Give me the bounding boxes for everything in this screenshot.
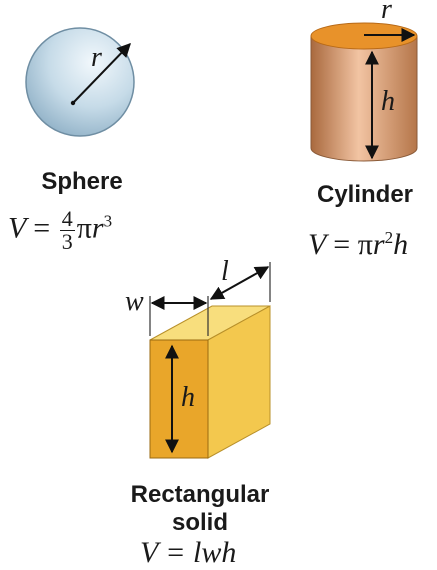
length-arrow [209, 266, 270, 300]
cylinder-formula-exp: 2 [384, 228, 394, 247]
box-height-label: h [181, 382, 195, 413]
sphere-formula-r: r [91, 211, 104, 245]
cylinder-formula-V: V [308, 228, 326, 261]
sphere-body [25, 27, 135, 137]
rect-solid-figure [149, 262, 271, 459]
cylinder-formula-pi: π [357, 228, 373, 261]
cylinder-formula-h: h [393, 228, 409, 261]
cylinder-body [310, 35, 418, 162]
cylinder-height-label: h [381, 86, 395, 117]
rect-formula: V = lwh [140, 536, 237, 569]
cylinder-formula: V = πr2h [308, 228, 408, 262]
cylinder-radius-label: r [381, 0, 392, 25]
sphere-figure [25, 27, 135, 137]
cylinder-formula-r: r [372, 228, 385, 261]
sphere-center-dot [70, 100, 76, 106]
sphere-formula-eq: = [33, 211, 51, 245]
sphere-formula-num: 4 [59, 206, 75, 231]
cylinder-name: Cylinder [316, 181, 414, 208]
sphere-formula-den: 3 [61, 229, 73, 254]
cylinder-formula-eq: = [333, 228, 351, 261]
rect-name-line1: Rectangular [130, 481, 270, 508]
sphere-formula-fraction: 4 3 [59, 206, 75, 254]
sphere-radius-arrow [72, 42, 131, 104]
sphere-formula-V: V [8, 211, 26, 245]
length-label: l [221, 256, 229, 287]
sphere-name: Sphere [41, 168, 123, 195]
box-front-face [149, 339, 209, 459]
sphere-radius-label: r [91, 42, 102, 73]
cylinder-figure [310, 22, 418, 162]
sphere-formula-pi: π [76, 211, 92, 245]
rect-name-line2: solid [171, 509, 228, 536]
sphere-formula: V = 4 3 πr3 [8, 208, 112, 253]
sphere-formula-exp: 3 [103, 211, 113, 231]
width-label: w [125, 286, 144, 317]
